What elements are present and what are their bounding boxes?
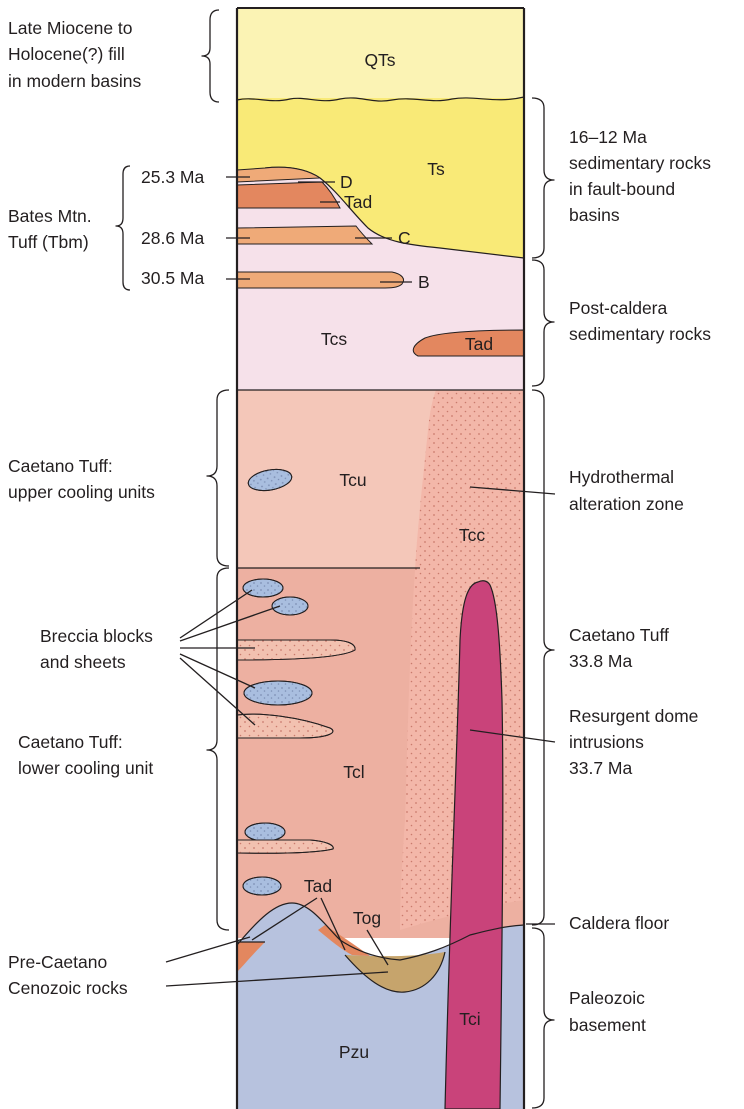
label-postcaldera-line1: Post-caldera <box>569 298 668 318</box>
unit-label-tcs: Tcs <box>321 329 348 349</box>
label-precaetano-line1: Pre-Caetano <box>8 952 107 972</box>
unit-label-pzu: Pzu <box>339 1042 369 1062</box>
label-dome-line2: intrusions <box>569 732 644 752</box>
brace-fill <box>202 10 219 102</box>
label-caetano-line1: Caetano Tuff <box>569 625 669 645</box>
brace-caetano <box>532 390 554 925</box>
age-label-b: 30.5 Ma <box>141 268 204 288</box>
label-dome-line1: Resurgent dome <box>569 706 698 726</box>
label-paleozoic-line1: Paleozoic <box>569 988 645 1008</box>
age-label-d: 25.3 Ma <box>141 167 204 187</box>
label-fill-line3: in modern basins <box>8 71 142 91</box>
label-postcaldera-line2: sedimentary rocks <box>569 324 711 344</box>
label-sed-line1: 16–12 Ma <box>569 127 647 147</box>
unit-label-tcl: Tcl <box>343 762 364 782</box>
label-upper-line1: Caetano Tuff: <box>8 456 113 476</box>
unit-label-ts: Ts <box>427 159 445 179</box>
unit-label-tad-upper: Tad <box>344 192 372 212</box>
label-lower-line2: lower cooling unit <box>18 758 153 778</box>
label-caetano-line2: 33.8 Ma <box>569 651 632 671</box>
tad-upper-layer <box>237 182 340 208</box>
label-fill-line2: Holocene(?) fill <box>8 44 125 64</box>
unit-label-d: D <box>340 172 353 192</box>
brace-postcaldera <box>532 260 554 386</box>
label-floor: Caldera floor <box>569 913 669 933</box>
label-breccia-line1: Breccia blocks <box>40 626 153 646</box>
unit-label-c: C <box>398 228 411 248</box>
age-label-c: 28.6 Ma <box>141 228 204 248</box>
label-bates-line2: Tuff (Tbm) <box>8 232 89 252</box>
unit-label-tad-right: Tad <box>465 334 493 354</box>
brace-paleozoic <box>532 928 554 1108</box>
unit-label-tcc: Tcc <box>459 525 486 545</box>
label-fill-line1: Late Miocene to <box>8 18 133 38</box>
unit-label-tog: Tog <box>353 908 381 928</box>
label-paleozoic-line2: basement <box>569 1015 646 1035</box>
label-sed-line4: basins <box>569 205 620 225</box>
unit-label-tcu: Tcu <box>339 470 366 490</box>
label-lower-line1: Caetano Tuff: <box>18 732 123 752</box>
label-precaetano-line2: Cenozoic rocks <box>8 978 128 998</box>
unit-label-qts: QTs <box>364 50 395 70</box>
brace-sed <box>532 98 554 258</box>
brace-upper <box>207 390 229 566</box>
bates-layer-c <box>237 226 372 244</box>
label-sed-line2: sedimentary rocks <box>569 153 711 173</box>
brace-lower <box>207 568 229 930</box>
bates-layer-b <box>237 272 404 288</box>
unit-label-tad-lower: Tad <box>304 876 332 896</box>
label-hydro-line1: Hydrothermal <box>569 467 674 487</box>
label-bates-line1: Bates Mtn. <box>8 206 92 226</box>
brace-bates <box>116 166 130 290</box>
label-dome-line3: 33.7 Ma <box>569 758 632 778</box>
label-breccia-line2: and sheets <box>40 652 126 672</box>
unit-label-tci: Tci <box>459 1009 480 1029</box>
label-hydro-line2: alteration zone <box>569 494 684 514</box>
label-sed-line3: in fault-bound <box>569 179 675 199</box>
label-upper-line2: upper cooling units <box>8 482 155 502</box>
unit-label-b: B <box>418 272 430 292</box>
